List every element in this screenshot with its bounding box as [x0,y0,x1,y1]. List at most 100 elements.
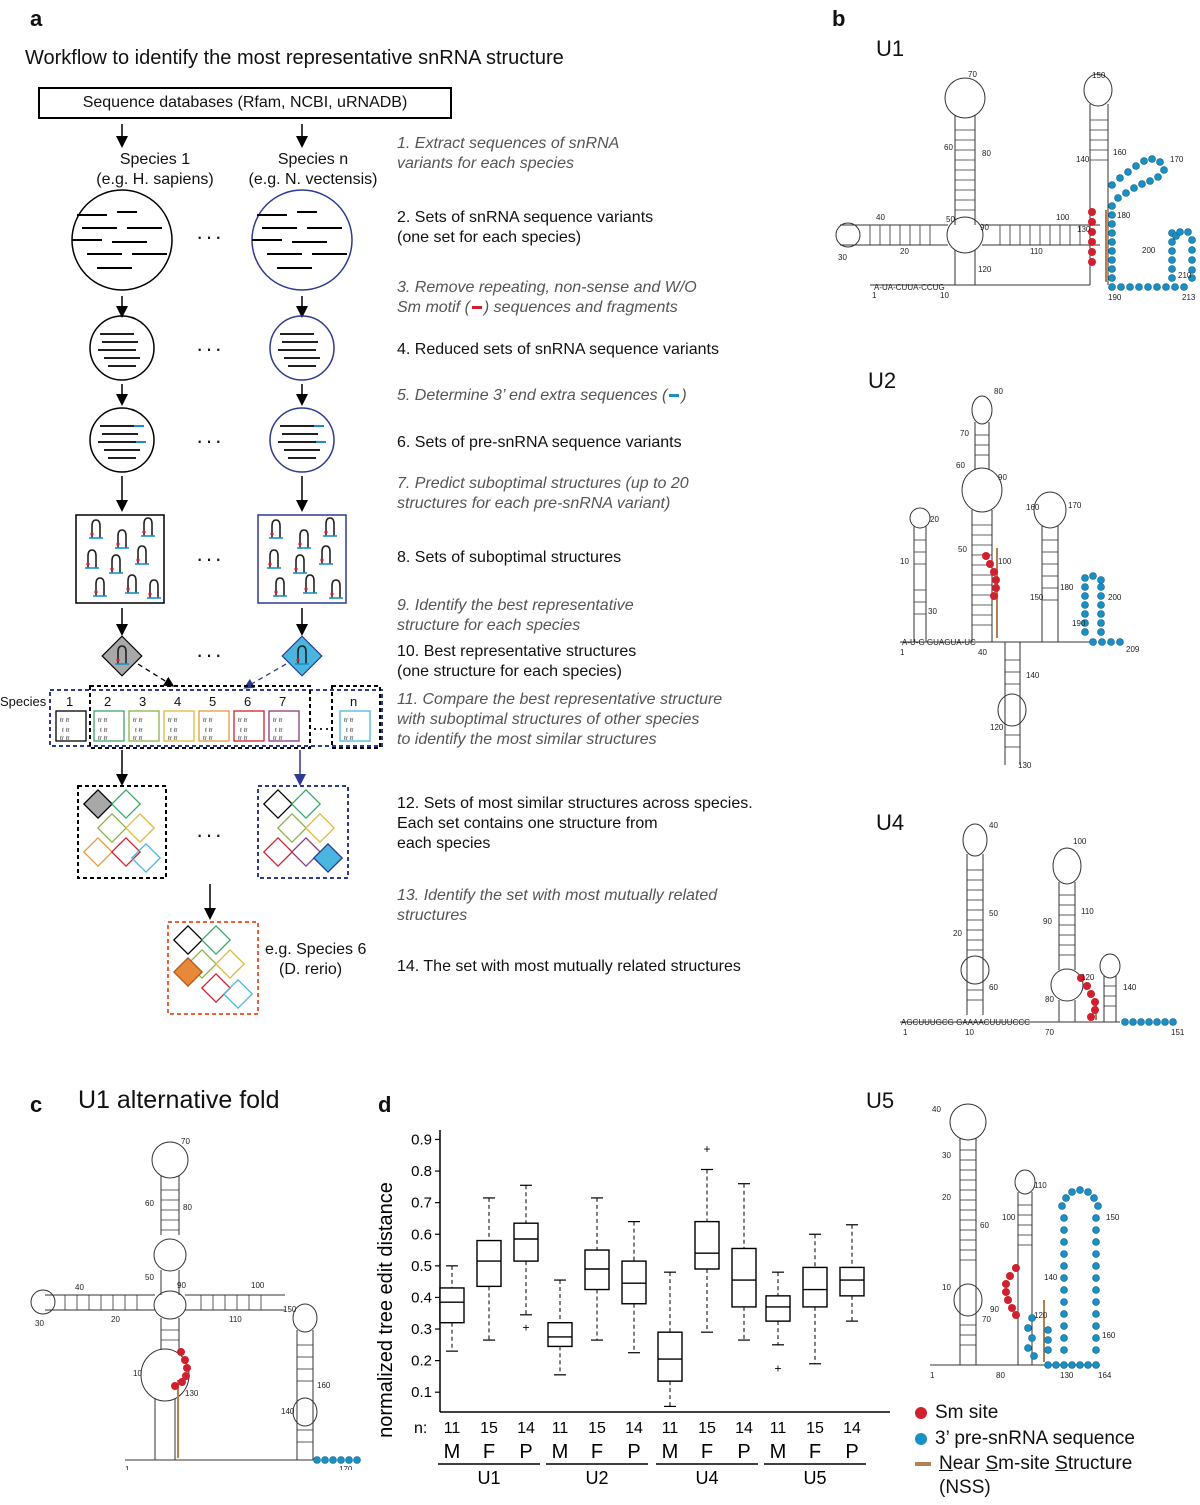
category-label: M [770,1441,787,1463]
u5-num: 10 [942,1283,951,1292]
u1-alternative-fold: 70 60 80 40 50 90 100 20 110 30 150 10 1… [30,1137,361,1470]
box-iqr [584,1249,610,1291]
u4-num: 120 [1081,973,1095,982]
n-count: 15 [480,1420,498,1437]
species-1-label: Species 1(e.g. H. sapiens) [96,151,214,188]
sm-site-dot [915,1406,927,1419]
u5-num: 130 [1060,1371,1074,1380]
box-U5-F [802,1233,828,1365]
species-number: 4 [174,694,182,709]
u2-num: 190 [1072,619,1086,628]
category-label: P [519,1441,532,1463]
svg-text:ℓ ℓr: ℓ ℓr [100,727,108,734]
u1-num: 120 [978,265,992,274]
svg-text:ℓr ℓr: ℓr ℓr [60,735,70,742]
u1-num: 40 [876,213,885,222]
u5-num: 20 [942,1193,951,1202]
u5-num: 70 [982,1315,991,1324]
u2-num: 100 [998,557,1012,566]
step-6: 6. Sets of pre-snRNA sequence variants [397,434,682,451]
u2-num: 140 [1026,671,1040,680]
box-iqr [513,1222,539,1262]
box-iqr [765,1295,791,1322]
panel-letter-a: a [30,6,43,31]
u2-num: 120 [990,723,1004,732]
u5-num: 160 [1102,1331,1116,1340]
box-iqr [439,1287,465,1324]
outlier: + [774,1362,781,1376]
category-label: P [737,1441,750,1463]
n-count: 11 [662,1420,679,1437]
y-tick-label: 0.5 [411,1258,432,1275]
svg-text:ℓ ℓr: ℓ ℓr [135,727,143,734]
step-10: 10. Best representative structures(one s… [397,643,637,680]
svg-text:ℓr ℓr: ℓr ℓr [60,717,70,724]
u1-num: 100 [1056,213,1070,222]
svg-text:ℓr ℓr: ℓr ℓr [344,717,354,724]
c-num: 40 [75,1283,84,1292]
n-count: 14 [735,1420,753,1437]
u2-num: 180 [1060,583,1074,592]
y-tick-label: 0.2 [411,1353,432,1370]
u2-num: 90 [998,473,1007,482]
category-label: M [552,1441,569,1463]
y-tick-label: 0.4 [411,1289,432,1306]
u2-num: 170 [1068,501,1082,510]
n-count: 15 [698,1420,716,1437]
ellipsis: ··· [196,822,224,847]
u1-num: 90 [980,223,989,232]
box-U4-P [731,1183,757,1341]
u1-num: 200 [1142,246,1156,255]
u2-num: 50 [958,545,967,554]
u4-num: 110 [1081,907,1094,916]
box-U1-F [476,1197,502,1341]
u2-num: 209 [1126,645,1140,654]
u1-num: 10 [940,291,949,300]
u5-num: 1 [930,1371,935,1380]
box-U2-F [584,1197,610,1341]
c-num: 100 [251,1281,265,1290]
u1-num: 160 [1113,148,1127,157]
species-number: 6 [244,694,252,709]
species-number: n [350,694,358,709]
u1-num: 50 [946,215,955,224]
u2-num: 20 [930,515,939,524]
u4-num: 151 [1171,1028,1185,1037]
n-label: n: [414,1420,427,1437]
category-label: P [627,1441,640,1463]
y-tick-label: 0.1 [411,1384,432,1401]
u4-num: 40 [989,821,998,830]
ellipsis: ··· [196,336,224,361]
box-iqr [839,1266,865,1297]
outlier: + [703,1142,710,1156]
c-num: 1 [125,1465,130,1470]
box-iqr [621,1260,647,1305]
svg-text:ℓr ℓr: ℓr ℓr [98,735,108,742]
u1-num: 213 [1182,293,1196,302]
u5-num: 30 [942,1151,951,1160]
category-label: M [444,1441,461,1463]
species-n-label: Species n(e.g. N. vectensis) [248,151,378,188]
c-num: 30 [35,1319,44,1328]
c-num: 140 [281,1407,295,1416]
u1-num: 20 [900,247,909,256]
c-num: 70 [181,1137,190,1146]
svg-text:ℓ ℓr: ℓ ℓr [240,727,248,734]
svg-text:ℓ ℓr: ℓ ℓr [346,727,354,734]
u2-num: 80 [994,387,1003,396]
u2-num: 160 [1026,503,1040,512]
step-12: 12. Sets of most similar structures acro… [397,795,753,852]
species-number: 2 [104,694,112,709]
u4-num: 20 [953,929,962,938]
ellipsis: ··· [196,428,224,453]
legend-sm-site: Sm site [915,1402,998,1424]
u5-structure: 40 30 110 20 100 60 150 10 140 90 70 120… [930,1103,1120,1380]
n-count: 11 [444,1420,461,1437]
rna-label-u2: U2 [868,368,897,393]
u1-num: 60 [944,143,953,152]
panel-letter-b: b [832,6,846,31]
step-2: 2. Sets of snRNA sequence variants(one s… [397,209,654,246]
panel-letter-d: d [378,1092,392,1117]
u4-num: 100 [1073,837,1087,846]
u4-num: 60 [989,983,998,992]
